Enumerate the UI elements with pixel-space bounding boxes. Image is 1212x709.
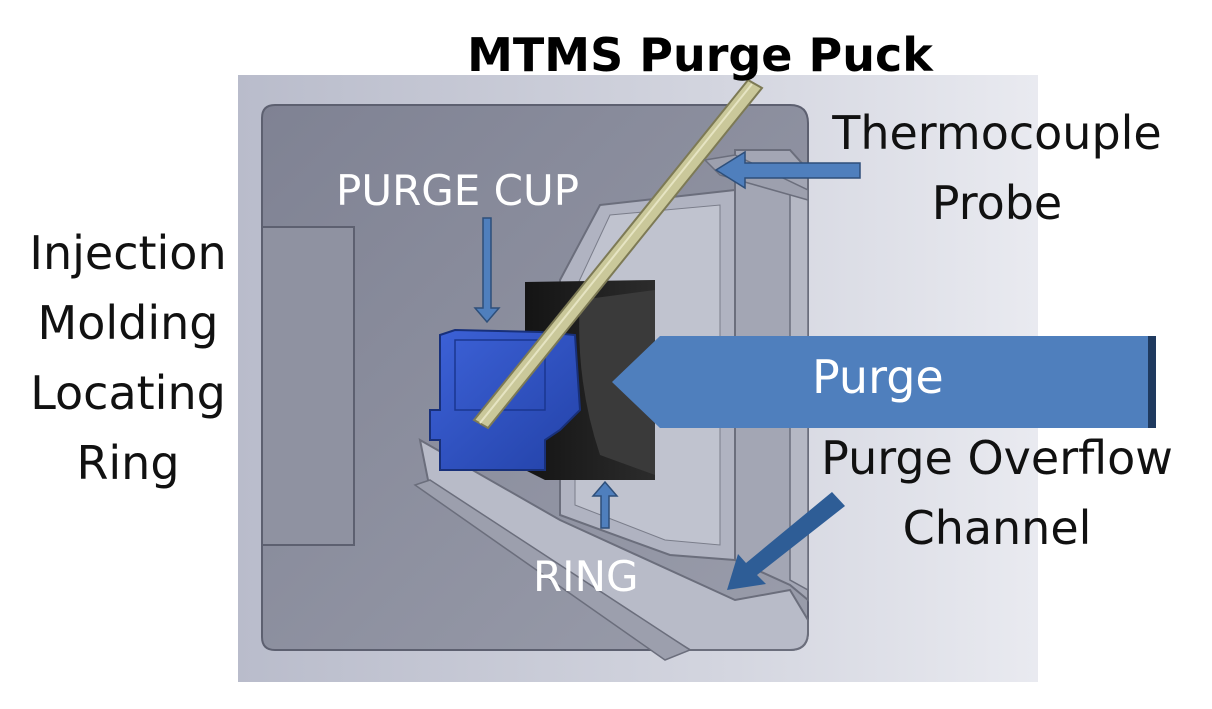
ring-label: RING [533, 552, 639, 601]
ring-arrow [591, 480, 619, 529]
purge-overflow-channel-label: Purge Overflow Channel [821, 431, 1173, 555]
probe-highlight [479, 83, 753, 424]
locating-ring-label: Injection Molding Locating Ring [29, 226, 227, 490]
purge-cup-arrow [473, 217, 501, 324]
locating-ring-step [261, 226, 355, 546]
purge-arrow-endcap [1148, 336, 1156, 428]
purge-cup-label: PURGE CUP [336, 166, 580, 215]
purge-overflow-arrow [727, 492, 845, 590]
overflow-channel [418, 438, 809, 651]
thermocouple-probe-label: Thermocouple Probe [832, 106, 1162, 230]
overflow-channel-face [413, 479, 692, 661]
purge-label: Purge [812, 350, 944, 404]
purge-arrow [612, 336, 1150, 428]
thermocouple-arrow [714, 150, 861, 190]
diagram-title: MTMS Purge Puck [467, 28, 933, 82]
